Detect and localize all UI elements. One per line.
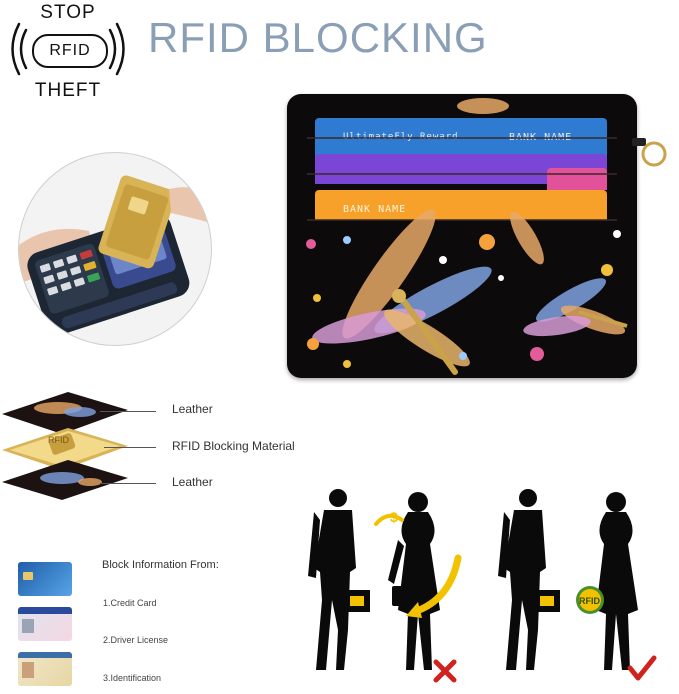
man-silhouette-left	[308, 489, 356, 670]
layer-diagram: RFID Leather RFID Blocking Material Leat…	[0, 390, 330, 500]
woman-silhouette-left	[388, 492, 440, 670]
cross-icon	[433, 659, 457, 683]
page-title: RFID BLOCKING	[148, 14, 488, 61]
block-item-driver-license: 2.Driver License	[103, 635, 169, 645]
logo-theft-text: THEFT	[34, 80, 102, 101]
block-item-credit-card: 1.Credit Card	[103, 598, 157, 608]
rfid-theft-scene: $ RFID	[290, 480, 679, 689]
man-silhouette-right	[498, 489, 546, 670]
identification-thumbnail	[18, 652, 72, 686]
credit-card-thumbnail	[18, 562, 72, 596]
leader-line-middle	[104, 447, 156, 448]
logo-stop-text: STOP	[40, 2, 96, 23]
check-icon	[627, 655, 657, 681]
dollar-sign-icon: $	[390, 509, 398, 525]
woman-silhouette-right	[596, 492, 638, 670]
leader-line-bottom	[100, 483, 156, 484]
leader-line-top	[100, 411, 156, 412]
wallet-pattern	[306, 98, 628, 375]
rfid-badge: RFID	[48, 435, 69, 445]
flower-decorations	[306, 230, 621, 368]
layer-label-middle: RFID Blocking Material	[172, 439, 295, 453]
driver-license-thumbnail	[18, 607, 72, 641]
layer-label-top: Leather	[172, 402, 213, 416]
signal-waves-icon	[11, 22, 125, 76]
card-top-left-text: UltimateFly Reward	[343, 132, 459, 142]
layer-label-bottom: Leather	[172, 475, 213, 489]
rfid-wallet-image: UltimateFly Reward BANK NAME BANK NAME	[287, 94, 637, 378]
card-front-text: BANK NAME	[343, 204, 407, 215]
dragonfly-large	[312, 209, 492, 375]
stop-rfid-theft-logo: STOP RFID THEFT	[4, 0, 132, 104]
block-info-heading: Block Information From:	[102, 559, 219, 571]
block-item-identification: 3.Identification	[103, 673, 162, 683]
card-orange	[315, 190, 607, 220]
dragonfly-right	[523, 278, 628, 337]
layer-stack-illustration	[2, 392, 128, 500]
card-terminal-illustration	[18, 152, 212, 346]
theft-arrow	[410, 554, 462, 616]
key-ring-icon	[632, 138, 667, 167]
dragonfly-top	[457, 98, 544, 265]
rfid-shield-label: RFID	[579, 596, 600, 606]
logo-rfid-text: RFID	[32, 34, 108, 68]
